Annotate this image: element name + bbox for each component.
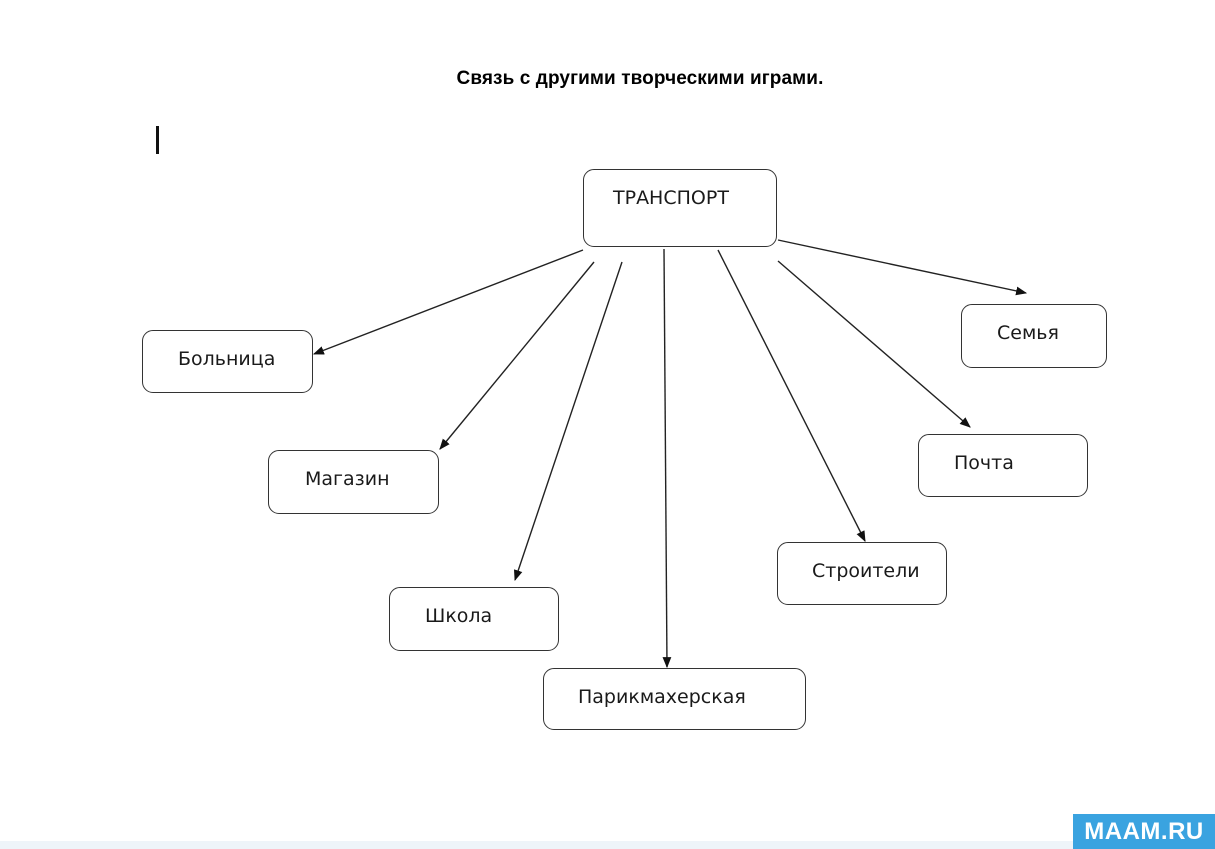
arrow-to-shop xyxy=(439,261,595,450)
node-post-label: Почта xyxy=(954,452,1014,474)
node-family-label: Семья xyxy=(997,322,1059,344)
arrow-to-family xyxy=(777,239,1028,296)
node-school-label: Школа xyxy=(425,605,493,627)
node-family: Семья xyxy=(961,304,1107,368)
node-post: Почта xyxy=(918,434,1088,497)
node-hospital: Больница xyxy=(142,330,313,393)
arrow-to-school xyxy=(513,261,623,582)
node-hairdresser: Парикмахерская xyxy=(543,668,806,730)
node-school: Школа xyxy=(389,587,559,651)
node-hospital-label: Больница xyxy=(178,348,276,370)
text-cursor xyxy=(156,126,159,154)
node-builders-label: Строители xyxy=(812,560,920,582)
node-hairdresser-label: Парикмахерская xyxy=(578,686,746,708)
arrow-to-post xyxy=(777,260,971,428)
node-shop-label: Магазин xyxy=(305,468,390,490)
node-transport-label: ТРАНСПОРТ xyxy=(613,187,729,209)
arrow-to-builders xyxy=(717,249,866,542)
arrow-to-hospital xyxy=(312,249,584,355)
node-transport: ТРАНСПОРТ xyxy=(583,169,777,247)
node-builders: Строители xyxy=(777,542,947,605)
node-shop: Магазин xyxy=(268,450,439,514)
arrow-to-hairdresser xyxy=(662,248,672,669)
page-title: Связь с другими творческими играми. xyxy=(456,68,824,89)
bottom-strip xyxy=(0,841,1073,849)
watermark-logo: MAAM.RU xyxy=(1073,814,1215,849)
